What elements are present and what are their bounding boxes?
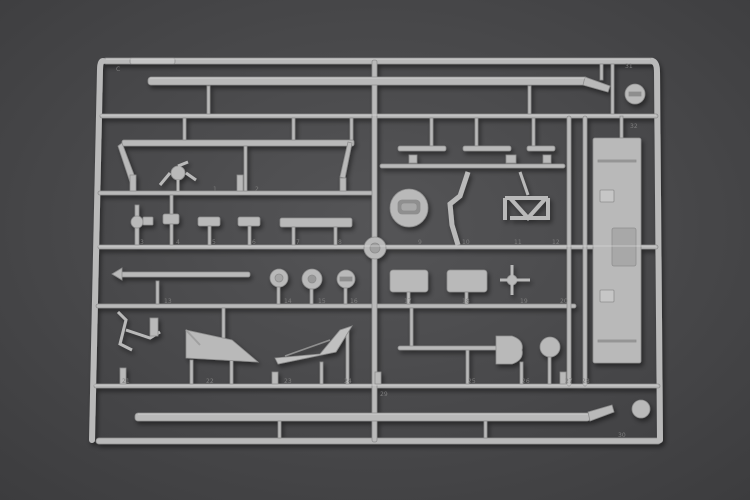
part-number: 16 — [350, 298, 358, 305]
part-rod-7 — [111, 267, 251, 281]
part-number: 7 — [296, 239, 300, 246]
part-linkage-frame — [274, 325, 353, 365]
part-link-1 — [447, 171, 471, 246]
part-number: 5 — [212, 239, 216, 246]
part-number-tags: C 1 2 3 4 5 6 7 8 9 10 11 12 13 14 15 16… — [116, 63, 638, 439]
part-spider — [500, 265, 530, 295]
long-bar-left — [117, 139, 355, 183]
part-ball — [539, 336, 561, 385]
part-number: 22 — [206, 378, 214, 385]
part-number: 9 — [418, 239, 422, 246]
part-plate-6 — [279, 217, 353, 246]
part-number: 13 — [164, 298, 172, 305]
part-number: 32 — [630, 123, 638, 130]
part-frame-x — [503, 171, 550, 221]
sprue-frame — [89, 57, 663, 445]
part-number: 11 — [514, 239, 522, 246]
part-hinge-4 — [197, 216, 221, 246]
part-box-1 — [389, 269, 429, 305]
part-number: 17 — [404, 298, 412, 305]
part-disc-1 — [269, 268, 289, 305]
part-tee-bars — [397, 145, 556, 164]
part-number: 25 — [468, 378, 476, 385]
part-hatch — [389, 188, 429, 228]
part-wedge — [185, 329, 260, 363]
part-number: 6 — [252, 239, 256, 246]
part-number: 28 — [582, 378, 590, 385]
part-number: 2 — [255, 186, 259, 193]
part-number: 18 — [462, 298, 470, 305]
part-tripod-small — [116, 310, 161, 352]
part-number: 21 — [122, 378, 130, 385]
part-disc-top-right — [624, 83, 646, 105]
part-clamp-2 — [162, 194, 180, 246]
part-bracket-1 — [130, 204, 154, 246]
part-number: 31 — [625, 63, 633, 70]
part-disc-2 — [301, 268, 323, 305]
part-hinge-5 — [237, 216, 261, 246]
part-number: 1 — [213, 186, 217, 193]
part-number: 14 — [284, 298, 292, 305]
part-side-panel — [592, 137, 642, 364]
part-number: 30 — [618, 432, 626, 439]
part-hub-center — [363, 236, 387, 260]
gates — [155, 63, 624, 439]
part-shovel — [397, 335, 523, 365]
part-number: 27 — [565, 378, 573, 385]
part-number: 20 — [560, 298, 568, 305]
part-number: 23 — [284, 378, 292, 385]
part-number: 24 — [344, 378, 352, 385]
part-tripod-3 — [158, 160, 197, 191]
plastic-highlights — [94, 58, 658, 415]
small-posts — [119, 174, 567, 385]
part-number: 29 — [380, 391, 388, 398]
long-bar-top — [129, 57, 611, 93]
long-bar-bottom — [134, 404, 615, 422]
part-number: 4 — [176, 239, 180, 246]
part-ball-bottom-right — [631, 399, 651, 419]
part-number: 19 — [520, 298, 528, 305]
part-number: 26 — [522, 378, 530, 385]
part-box-2 — [446, 269, 488, 305]
part-number: 12 — [552, 239, 560, 246]
part-number: 3 — [140, 239, 144, 246]
part-number: 10 — [462, 239, 470, 246]
part-number: 15 — [318, 298, 326, 305]
part-disc-3 — [336, 269, 356, 305]
sprue-letter: C — [116, 66, 120, 73]
part-number: 8 — [338, 239, 342, 246]
